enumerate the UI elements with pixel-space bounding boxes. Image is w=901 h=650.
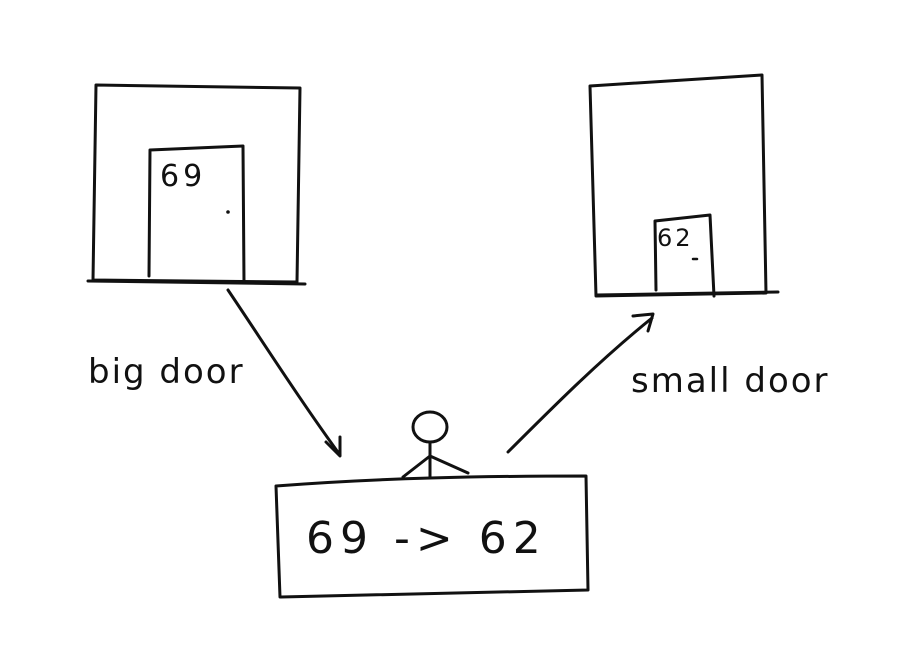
arrow-big-door-to-desk xyxy=(226,288,342,458)
big-door-building-outline xyxy=(91,83,302,284)
small-door xyxy=(653,213,716,298)
stick-figure xyxy=(401,410,470,480)
big-door-building: 69 xyxy=(86,83,307,286)
arrow-desk-to-small-door-head xyxy=(631,312,655,333)
desk: 69 -> 62 xyxy=(274,474,590,599)
small-door-caption: small door xyxy=(631,361,830,401)
arrow-desk-to-small-door-line xyxy=(506,316,654,454)
arrow-big-door-to-desk-head xyxy=(324,435,342,458)
big-door-ground-line xyxy=(86,279,307,286)
big-door-knob xyxy=(226,210,230,214)
big-door-number: 69 xyxy=(160,159,206,194)
small-door-building: 62 xyxy=(588,73,780,298)
arrow-big-door-to-desk-line xyxy=(226,288,342,457)
stick-figure-head xyxy=(411,410,449,444)
small-door-building-outline xyxy=(588,73,768,298)
big-door xyxy=(147,144,246,285)
small-door-number: 62 xyxy=(657,224,694,252)
arrow-desk-to-small-door xyxy=(506,312,655,454)
small-door-ground-line xyxy=(594,290,780,297)
stick-figure-arms xyxy=(401,454,470,479)
desk-text: 69 -> 62 xyxy=(306,513,547,564)
desk-outline xyxy=(274,474,590,599)
big-door-caption: big door xyxy=(88,352,245,392)
